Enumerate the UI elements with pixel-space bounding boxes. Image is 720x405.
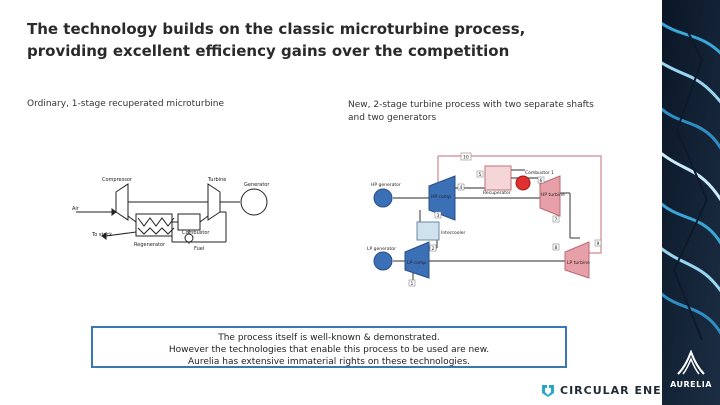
aurelia-logo-text: AURELIA: [670, 380, 712, 389]
brand-name: CIRCULAR ENERGY: [560, 383, 690, 397]
label-compressor: Compressor: [102, 177, 133, 183]
circular-energy-logo: CIRCULAR ENERGY: [540, 382, 690, 398]
note-line-3: Aurelia has extensive immaterial rights …: [188, 357, 470, 367]
lp-turbine-shape: [564, 241, 590, 279]
label-air: Air: [72, 206, 80, 212]
station-7: 7: [555, 217, 558, 223]
circular-energy-icon: [542, 385, 554, 397]
label-intercooler: Intercooler: [441, 230, 465, 236]
label-regenerator: Regenerator: [134, 242, 166, 248]
label-combustor: Combustor 1: [525, 170, 554, 176]
station-9: 9: [597, 241, 600, 247]
right-diagram: 10 5 4 6 7 3 2 8 9 1 HP generator HP com…: [367, 152, 602, 287]
station-3: 3: [437, 213, 440, 219]
page-title: The technology builds on the classic mic…: [27, 18, 587, 62]
combustor-shape: [177, 213, 201, 231]
generator-shape: [240, 188, 268, 216]
label-combustor: Combustor: [182, 230, 210, 236]
label-turbine: Turbine: [207, 177, 226, 183]
station-2: 2: [432, 246, 435, 252]
label-lp-generator: LP generator: [367, 246, 396, 252]
note-box: The process itself is well-known & demon…: [91, 326, 567, 368]
lp-generator-shape: [373, 251, 393, 271]
note-line-1: The process itself is well-known & demon…: [218, 333, 440, 343]
label-hp-comp: HP comp: [431, 194, 451, 200]
intercooler-shape: [416, 221, 440, 241]
label-lp-comp: LP comp: [407, 260, 426, 266]
hp-turbine-shape: [539, 175, 561, 217]
station-8: 8: [555, 245, 558, 251]
label-to-stack: To stack: [91, 232, 112, 238]
station-4: 4: [460, 185, 463, 191]
label-hp-turbine: HP turbine: [541, 192, 565, 198]
left-diagram: Compressor Turbine Generator Air To stac…: [72, 177, 270, 252]
lp-compressor-shape: [404, 241, 430, 279]
hp-generator-shape: [373, 188, 393, 208]
right-diagram-caption: New, 2-stage turbine process with two se…: [348, 100, 594, 123]
compressor-shape: [115, 183, 129, 221]
recuperator-shape: [484, 165, 512, 191]
station-5: 5: [479, 172, 482, 178]
left-diagram-caption: Ordinary, 1-stage recuperated microturbi…: [27, 99, 225, 109]
turbine-shape: [207, 183, 221, 221]
label-hp-generator: HP generator: [371, 182, 401, 188]
title-line-2: providing excellent efficiency gains ove…: [27, 42, 510, 60]
aurelia-logo: AURELIA: [662, 349, 720, 400]
label-generator: Generator: [244, 182, 270, 188]
station-1: 1: [411, 281, 414, 287]
decorative-turbine-image: [662, 0, 720, 405]
label-lp-turbine: LP turbine: [567, 260, 590, 266]
title-line-1: The technology builds on the classic mic…: [27, 20, 526, 38]
station-10: 10: [463, 155, 469, 161]
label-recuperator: Recuperator: [483, 190, 511, 196]
combustor-shape: [515, 175, 531, 191]
label-fuel: Fuel: [194, 246, 204, 252]
station-6: 6: [540, 178, 543, 184]
hp-compressor-shape: [428, 175, 456, 221]
aurelia-logo-icon: [677, 349, 705, 375]
note-line-2: However the technologies that enable thi…: [168, 345, 490, 355]
